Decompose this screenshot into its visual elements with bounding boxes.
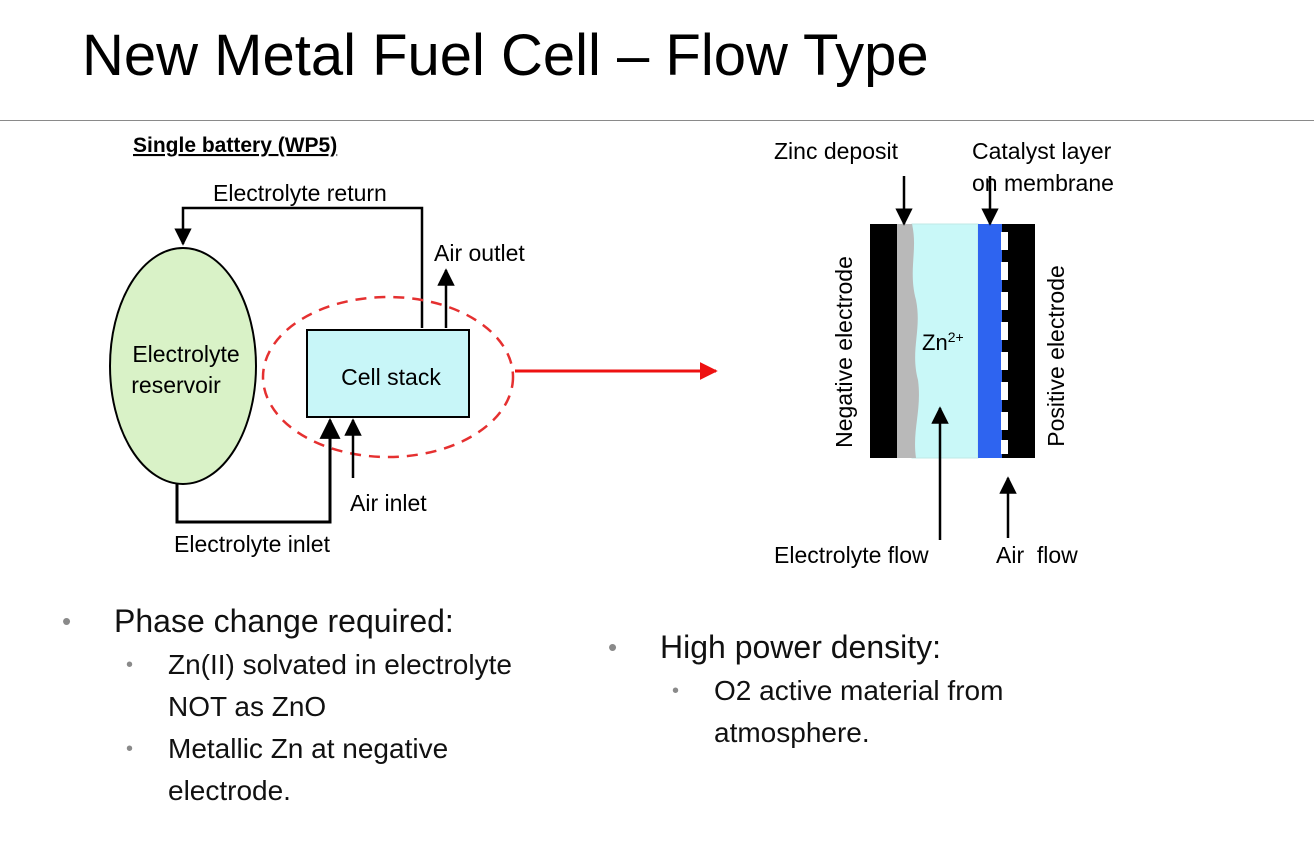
reservoir-label-line2: reservoir (131, 372, 221, 398)
zn-symbol: Zn (922, 330, 948, 355)
zn-ion-label: Zn2+ (922, 329, 964, 355)
left-bullets: Phase change required: Zn(II) solvated i… (62, 602, 622, 812)
bullet-phase-change-text: Phase change required: (114, 603, 454, 639)
bullet-high-power-text: High power density: (660, 629, 942, 665)
air-flow-label: Air flow (996, 542, 1078, 568)
sub-bullet-zn-solvated-line1: Zn(II) solvated in electrolyte (168, 649, 512, 680)
electrolyte-flow-label: Electrolyte flow (774, 542, 929, 568)
catalyst-label-line1: Catalyst layer (972, 138, 1112, 164)
air-outlet-label: Air outlet (434, 240, 525, 266)
zinc-deposit-label: Zinc deposit (774, 138, 899, 164)
sub-bullet-metallic-zn-line1: Metallic Zn at negative (168, 733, 449, 764)
air-inlet-label: Air inlet (350, 490, 427, 516)
electrolyte-return-label: Electrolyte return (213, 180, 387, 206)
electrolyte-reservoir (109, 247, 257, 485)
title-divider (0, 120, 1314, 121)
zinc-deposit-layer (896, 224, 919, 458)
sub-bullet-o2: O2 active material from atmosphere. (608, 670, 1168, 754)
cell-stack-label: Cell stack (341, 364, 441, 390)
bullet-phase-change: Phase change required: (62, 602, 622, 640)
cell-stack-box (306, 329, 470, 418)
electrolyte-return-line (174, 206, 424, 328)
negative-electrode-label: Negative electrode (831, 256, 857, 448)
sub-bullet-o2-line2: atmosphere. (714, 717, 870, 748)
air-channel-dashes (1001, 232, 1008, 454)
sub-bullet-metallic-zn-line2: electrode. (168, 775, 291, 806)
positive-electrode-label: Positive electrode (1043, 265, 1069, 447)
sub-bullet-zn-solvated-line2: NOT as ZnO (168, 691, 327, 722)
single-battery-heading: Single battery (WP5) (133, 134, 337, 157)
electrolyte-inlet-label: Electrolyte inlet (174, 531, 331, 557)
sub-bullet-o2-line1: O2 active material from (714, 675, 1004, 706)
slide-title: New Metal Fuel Cell – Flow Type (82, 23, 929, 88)
sub-bullet-zn-solvated: Zn(II) solvated in electrolyte NOT as Zn… (62, 644, 622, 728)
electrolyte-inlet-line (175, 417, 341, 524)
right-bullets: High power density: O2 active material f… (608, 628, 1168, 754)
catalyst-label-line2: on membrane (972, 170, 1114, 196)
cell-stack-highlight (261, 295, 515, 459)
catalyst-membrane (978, 224, 1002, 458)
sub-bullet-metallic-zn: Metallic Zn at negative electrode. (62, 728, 622, 812)
negative-electrode-plate (870, 224, 897, 458)
bullet-high-power: High power density: (608, 628, 1168, 666)
reservoir-label-line1: Electrolyte (132, 341, 239, 367)
zn-charge: 2+ (948, 329, 964, 345)
